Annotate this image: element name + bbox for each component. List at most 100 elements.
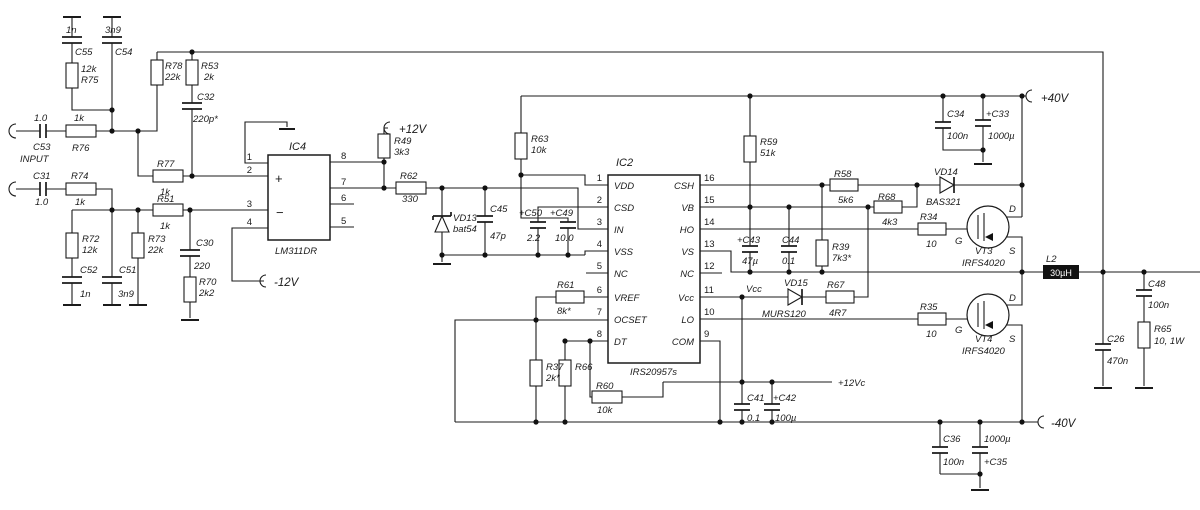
ic2-pin-num-6: 6 (597, 285, 602, 296)
c42-ref-label: +C42 (773, 393, 797, 404)
plus12v-label-label: +12V (399, 124, 428, 136)
r68-body (873, 200, 903, 214)
vd15-part-label: MURS120 (762, 309, 807, 320)
r68-value-label: 4k3 (882, 217, 898, 228)
c36-value-label: 100n (943, 457, 964, 468)
vd14-diode-symbol (939, 176, 956, 194)
r39-value-label: 7k3* (832, 253, 851, 264)
input2-jack (8, 181, 17, 197)
junction-dot (587, 338, 593, 344)
wire-input1-row (16, 52, 158, 132)
plus12v-terminal (383, 121, 391, 135)
c54-plates (102, 36, 122, 44)
c31-plates (39, 182, 47, 196)
c31-value-label: 1.0 (35, 197, 49, 208)
l2-inductor (1043, 265, 1079, 279)
r60-body (591, 390, 623, 404)
wire-input2-row (16, 188, 113, 210)
c36-ref-label: C36 (943, 434, 961, 445)
ic4-pin-num-left-4: 4 (247, 217, 252, 228)
ic4-pin-num-left-1: 1 (247, 152, 252, 163)
minus12v-terminal (259, 274, 267, 288)
r78-value-label: 22k (164, 72, 182, 83)
c43-value-label: 47µ (742, 256, 759, 267)
junction-dot (980, 93, 986, 99)
terminals (8, 89, 1045, 429)
ic2-pin-num-14: 14 (704, 217, 715, 228)
r75-body (65, 62, 79, 89)
r51-ref-label: R51 (157, 194, 174, 205)
junction-dot (135, 128, 141, 134)
c45-plates (477, 215, 493, 223)
junction-dot (977, 419, 983, 425)
ic2-pin-name-lo-right: LO (681, 315, 694, 326)
c51-plates (102, 276, 122, 284)
r61-ref-label: R61 (557, 280, 574, 291)
junction-dot (381, 159, 387, 165)
plus40v-label-label: +40V (1041, 93, 1070, 105)
r60-value-label: 10k (597, 405, 614, 416)
ic2-pin-num-12: 12 (704, 261, 715, 272)
c51-value-label: 3n9 (118, 289, 135, 300)
junction-dot (533, 317, 539, 323)
ic2-pin-name-vss-left: VSS (614, 247, 634, 258)
ic2-pin-name-vref-left: VREF (614, 293, 641, 304)
junction-dot (189, 49, 195, 55)
ic2-pin-name-vb-right: VB (681, 203, 694, 214)
vd13-diode-symbol (432, 212, 452, 233)
r72-body (65, 232, 79, 259)
r35-body (917, 312, 947, 326)
c36-plates (932, 446, 948, 454)
r74-ref-label: R74 (71, 171, 88, 182)
r65-body (1137, 321, 1151, 349)
junction-dot (865, 204, 871, 210)
r75-value-label: 12k (81, 64, 98, 75)
c53-value-label: 1.0 (34, 113, 48, 124)
r60-ref-label: R60 (596, 381, 614, 392)
junction-dot (187, 207, 193, 213)
ic2-pin-name-com-right: COM (672, 337, 694, 348)
r77-body (152, 169, 184, 183)
plus40v-terminal (1025, 89, 1033, 103)
ic4-pin-num-left-3: 3 (247, 199, 252, 210)
junction-dot (739, 419, 745, 425)
c30-value-label: 220 (193, 261, 211, 272)
c43-plates (742, 245, 758, 253)
r74-body (65, 182, 97, 196)
ic2-pin-name-vcc-right: Vcc (678, 293, 694, 304)
wire-ocset-row (454, 319, 608, 422)
wire-csd-net (537, 206, 608, 255)
c49-ref-label: +C49 (550, 208, 574, 219)
r72-value-label: 12k (82, 245, 99, 256)
ic4-pin-num-right-8: 8 (341, 151, 346, 162)
junction-dot (109, 207, 115, 213)
r58-body (829, 178, 859, 192)
junction-dot (747, 269, 753, 275)
wire-r77-net (137, 131, 268, 177)
wire-ic4-pin4-neg12 (231, 227, 268, 282)
ic2-pin-num-5: 5 (597, 261, 602, 272)
r63-value-label: 10k (531, 145, 548, 156)
c30-plates (180, 249, 200, 257)
c51-ref-label: C51 (119, 265, 136, 276)
junction-dot (482, 185, 488, 191)
r59-ref-label: R59 (760, 137, 778, 148)
vd13-part-label: bat54 (453, 224, 477, 235)
ic2-pin-name-nc-right: NC (680, 269, 694, 280)
junction-dot (747, 93, 753, 99)
c34-value-label: 100n (947, 131, 968, 142)
r37-ref-label: R37 (546, 362, 564, 373)
junction-dot (1019, 419, 1025, 425)
input1-jack (8, 123, 17, 139)
minus12v-label-label: -12V (274, 277, 300, 289)
c53-plates (39, 124, 47, 138)
r76-body (65, 124, 97, 138)
r73-body (131, 232, 145, 259)
ic2-pin-name-csd-left: CSD (614, 203, 634, 214)
mosfets (966, 205, 1010, 337)
r67-ref-label: R67 (827, 280, 845, 291)
vt3-s-label-label: S (1009, 246, 1016, 257)
ic2-pin-name-vdd-left: VDD (614, 181, 634, 192)
r51-body (152, 203, 184, 217)
r63-ref-label: R63 (531, 134, 549, 145)
